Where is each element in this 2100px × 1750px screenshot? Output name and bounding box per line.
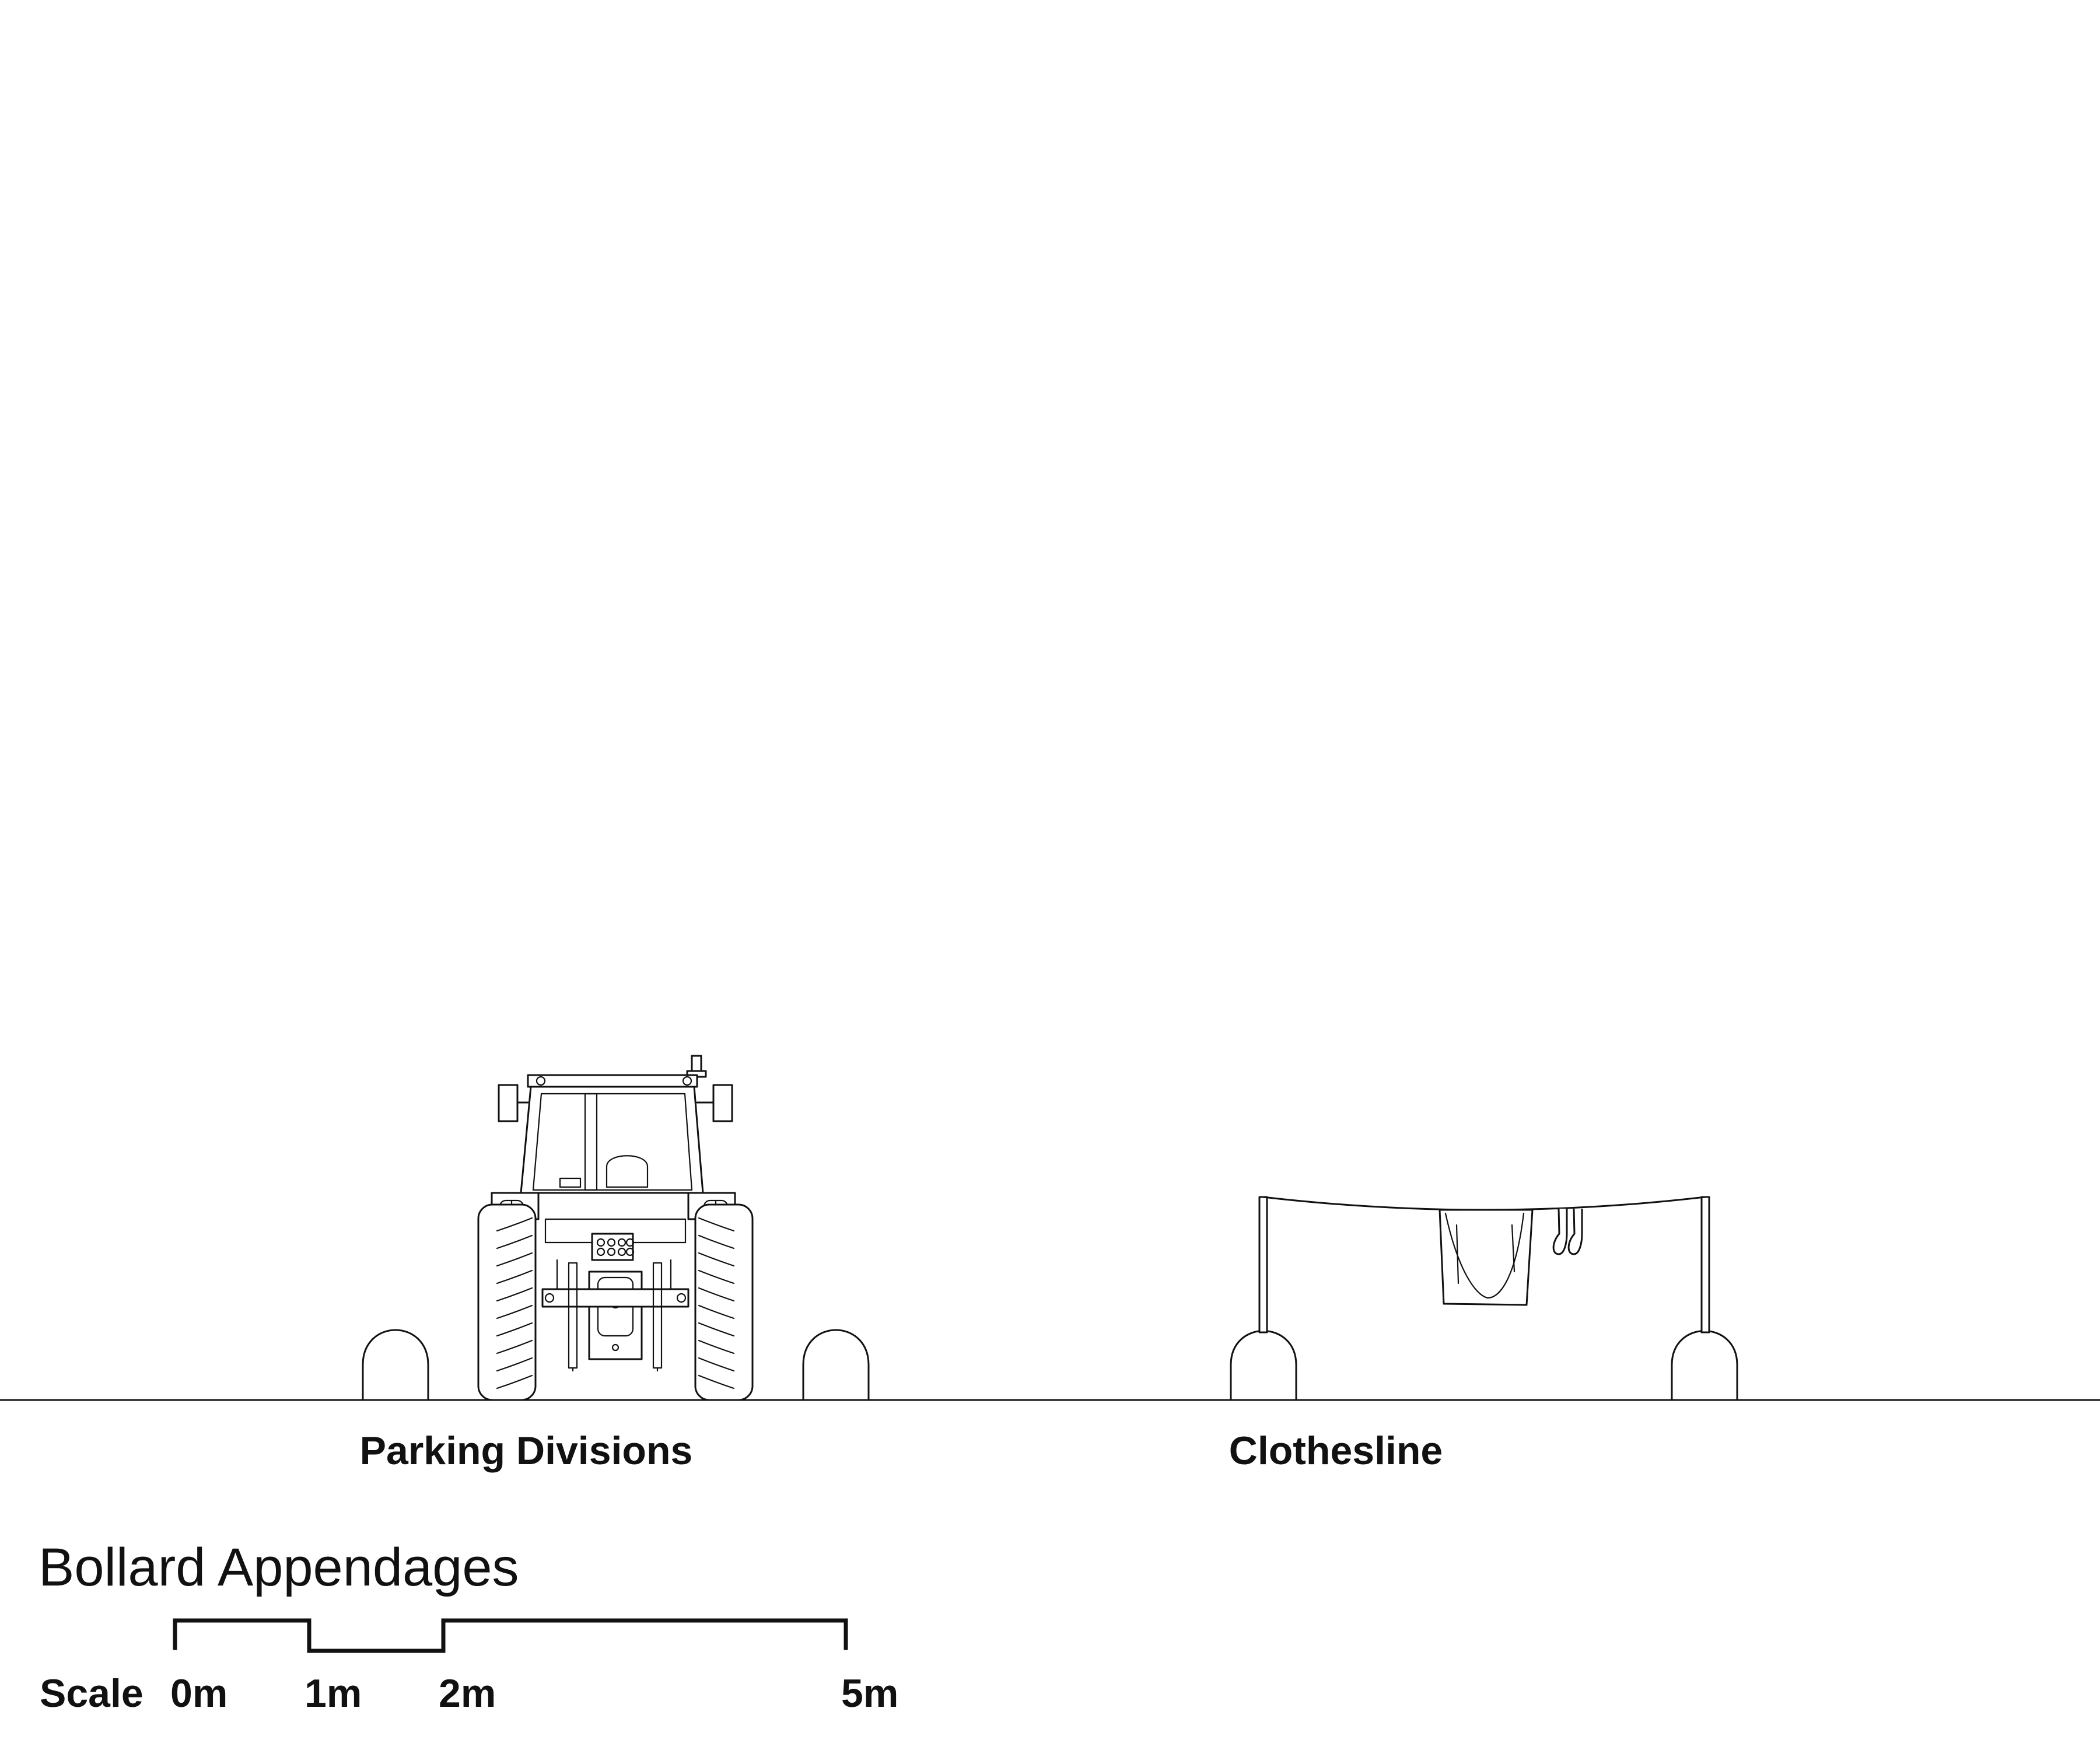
clothesline-label: Clothesline [1229,1429,1443,1473]
scale-tick-2m: 2m [439,1671,496,1716]
scale-label: Scale [40,1671,144,1716]
scale-tick-1m: 1m [304,1671,362,1716]
tractor-icon [477,1055,754,1401]
scale-bar [173,1618,848,1653]
bollard-left [362,1329,429,1401]
scale-tick-5m: 5m [841,1671,898,1716]
bollard-right [802,1329,870,1401]
scale-tick-0m: 0m [170,1671,228,1716]
parking-divisions-label: Parking Divisions [360,1429,693,1473]
page-title: Bollard Appendages [38,1538,519,1597]
clothesline-icon [1230,1196,1738,1401]
